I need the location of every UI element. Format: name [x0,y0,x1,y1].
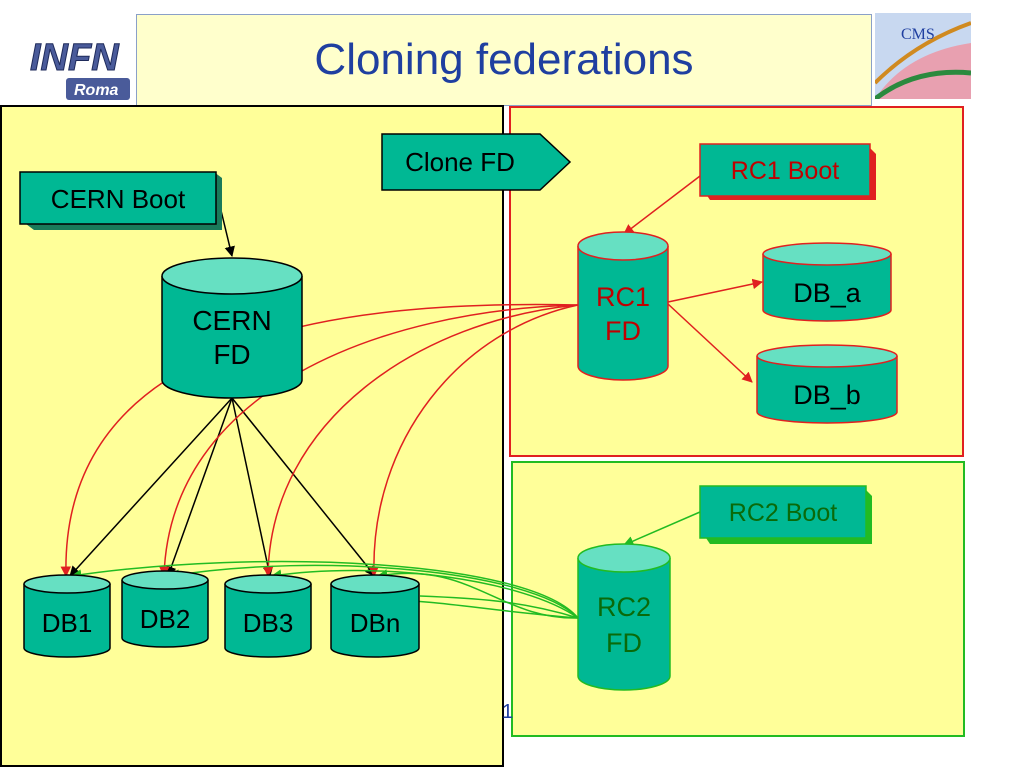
rc2-fd-line1: RC2 [597,592,651,622]
rc1-boot-text: RC1 Boot [731,157,839,185]
db-b-text: DB_b [793,380,861,410]
rc1-fd-line1: RC1 [596,282,650,312]
db1-cylinder: DB1 [23,574,111,658]
rc2-fd-line2: FD [606,628,642,658]
infn-roma-logo: INFN Roma [22,18,134,104]
db-a-cylinder: DB_a [762,242,892,322]
svg-text:INFN: INFN [30,37,120,79]
rc2-fd-cylinder: RC2 FD [577,543,671,691]
rc2-boot-text: RC2 Boot [729,499,837,527]
db3-cylinder: DB3 [224,574,312,658]
clone-fd-text: Clone FD [405,147,515,177]
cern-fd-line2: FD [213,339,250,370]
rc1-fd-cylinder: RC1 FD [577,231,669,381]
rc1-fd-line2: FD [605,316,641,346]
dbn-cylinder: DBn [330,574,420,658]
dbn-text: DBn [350,608,401,638]
cern-fd-cylinder: CERN FD [161,257,303,399]
svg-text:CMS: CMS [901,26,935,43]
db-a-text: DB_a [793,278,862,308]
cms-logo: CMS [875,13,971,99]
db2-cylinder: DB2 [121,570,209,648]
cern-boot-box: CERN Boot [19,171,222,230]
clone-fd-label: Clone FD [381,133,572,191]
svg-text:1: 1 [502,701,513,723]
rc1-boot-box: RC1 Boot [699,143,876,200]
db-b-cylinder: DB_b [756,344,898,424]
slide-title: Cloning federations [314,35,694,84]
svg-text:Roma: Roma [74,82,119,99]
title-box: Cloning federations [136,14,872,106]
db1-text: DB1 [42,608,93,638]
cern-fd-line1: CERN [192,305,271,336]
rc2-boot-box: RC2 Boot [699,485,872,544]
db2-text: DB2 [140,604,191,634]
cern-boot-text: CERN Boot [51,184,186,214]
db3-text: DB3 [243,608,294,638]
